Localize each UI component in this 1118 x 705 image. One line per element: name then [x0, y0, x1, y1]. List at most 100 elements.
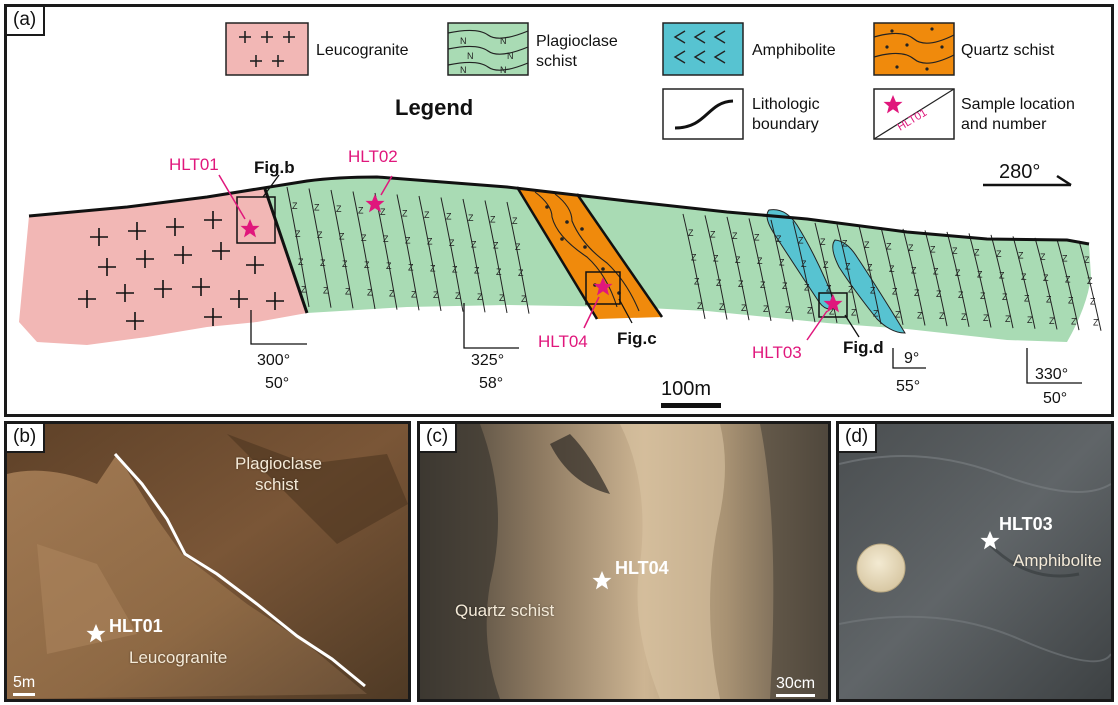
photo-d-image	[839, 424, 1111, 699]
panel-d-photo: (d) HLT03 Amphibolite	[836, 421, 1114, 702]
schist-symbol: Z	[1090, 297, 1096, 307]
attitude-dip-3: 55°	[896, 378, 920, 395]
foliation-line	[968, 233, 992, 328]
granite-cross	[136, 250, 154, 268]
schist-symbol: Z	[955, 268, 961, 278]
granite-cross	[154, 280, 172, 298]
schist-symbol: Z	[515, 242, 521, 252]
foliation-line	[1056, 239, 1080, 331]
schist-symbol: Z	[886, 241, 892, 251]
attitude-strike-1: 300°	[257, 352, 290, 369]
photo-c-scale: 30cm	[776, 675, 816, 697]
schist-symbol: Z	[798, 235, 804, 245]
svg-text:N: N	[460, 65, 467, 75]
schist-symbol: Z	[402, 208, 408, 218]
foliation-line	[748, 218, 772, 321]
schist-symbol: Z	[1024, 293, 1030, 303]
svg-text:N: N	[500, 65, 507, 75]
schist-symbol: Z	[301, 285, 307, 295]
photo-b-scale: 5m	[13, 674, 36, 696]
schist-symbol: Z	[757, 256, 763, 266]
panel-d-tag: (d)	[839, 424, 878, 453]
schist-symbol: Z	[908, 243, 914, 253]
granite-cross	[204, 211, 222, 229]
granite-cross	[230, 290, 248, 308]
photo-b-plagioclase-label-1: Plagioclase	[235, 454, 322, 473]
schist-symbol: Z	[320, 258, 326, 268]
legend-quartz-schist-swatch	[873, 22, 955, 76]
schist-symbol: Z	[468, 213, 474, 223]
panel-a-tag: (a)	[7, 7, 46, 36]
foliation-line	[682, 213, 706, 319]
schist-symbol: Z	[694, 277, 700, 287]
schist-symbol: Z	[782, 281, 788, 291]
schist-symbol: Z	[996, 249, 1002, 259]
schist-symbol: Z	[939, 311, 945, 321]
photo-b-scale-label: 5m	[13, 674, 36, 691]
schist-symbol: Z	[323, 286, 329, 296]
granite-cross	[116, 284, 134, 302]
schist-symbol: Z	[430, 263, 436, 273]
schist-symbol: Z	[386, 261, 392, 271]
schist-symbol: Z	[801, 259, 807, 269]
attitude-dip-2: 58°	[479, 375, 503, 392]
schist-symbol: Z	[754, 232, 760, 242]
legend-amphibolite-swatch	[662, 22, 744, 76]
schist-symbol: Z	[870, 286, 876, 296]
legend-plagioclase-label-1: Plagioclase	[536, 33, 618, 50]
attitude-dip-4: 50°	[1043, 390, 1067, 407]
schist-symbol: Z	[342, 259, 348, 269]
schist-symbol: Z	[474, 266, 480, 276]
schist-symbol: Z	[496, 267, 502, 277]
granite-cross	[212, 242, 230, 260]
schist-symbol: Z	[427, 237, 433, 247]
schist-symbol: Z	[433, 290, 439, 300]
schist-symbol: Z	[829, 307, 835, 317]
schist-symbol: Z	[345, 287, 351, 297]
schist-symbol: Z	[383, 234, 389, 244]
schist-symbol: Z	[977, 269, 983, 279]
schist-symbol: Z	[741, 303, 747, 313]
legend-lithologic-boundary-swatch	[662, 88, 744, 140]
foliation-line	[1078, 240, 1102, 331]
schist-symbol: Z	[424, 210, 430, 220]
foliation-line	[880, 227, 904, 325]
sample-label-hlt04: HLT04	[538, 332, 588, 351]
schist-symbol: Z	[1043, 273, 1049, 283]
schist-symbol: Z	[933, 267, 939, 277]
schist-symbol: Z	[719, 302, 725, 312]
foliation-line	[704, 215, 728, 320]
photo-c-sample-label: HLT04	[615, 558, 669, 578]
foliation-line	[836, 224, 860, 324]
photo-c-image	[420, 424, 828, 699]
schist-symbol: Z	[826, 283, 832, 293]
schist-symbol: Z	[851, 308, 857, 318]
panel-b-tag: (b)	[7, 424, 46, 453]
schist-symbol: Z	[958, 290, 964, 300]
granite-cross	[192, 278, 210, 296]
schist-symbol: Z	[499, 293, 505, 303]
schist-symbol: Z	[895, 309, 901, 319]
schist-symbol: Z	[999, 271, 1005, 281]
foliation-line	[418, 195, 442, 312]
svg-text:N: N	[507, 51, 514, 61]
granite-cross	[166, 218, 184, 236]
legend-boundary-label-1: Lithologic	[752, 96, 820, 113]
legend-amphibolite-label: Amphibolite	[752, 42, 836, 59]
foliation-line	[308, 188, 332, 308]
granite-cross	[204, 308, 222, 326]
schist-symbol: Z	[446, 211, 452, 221]
foliation-line	[946, 231, 970, 327]
foliation-line	[990, 234, 1014, 329]
granite-cross	[174, 246, 192, 264]
schist-symbol: Z	[1005, 314, 1011, 324]
schist-symbol: Z	[688, 228, 694, 238]
fig-ref-c: Fig.c	[617, 329, 657, 348]
schist-symbol: Z	[471, 239, 477, 249]
granite-cross	[266, 292, 284, 310]
schist-symbol: Z	[823, 260, 829, 270]
sample-label-hlt02: HLT02	[348, 147, 398, 166]
schist-symbol: Z	[980, 291, 986, 301]
schist-symbol: Z	[1071, 317, 1077, 327]
schist-symbol: Z	[760, 280, 766, 290]
